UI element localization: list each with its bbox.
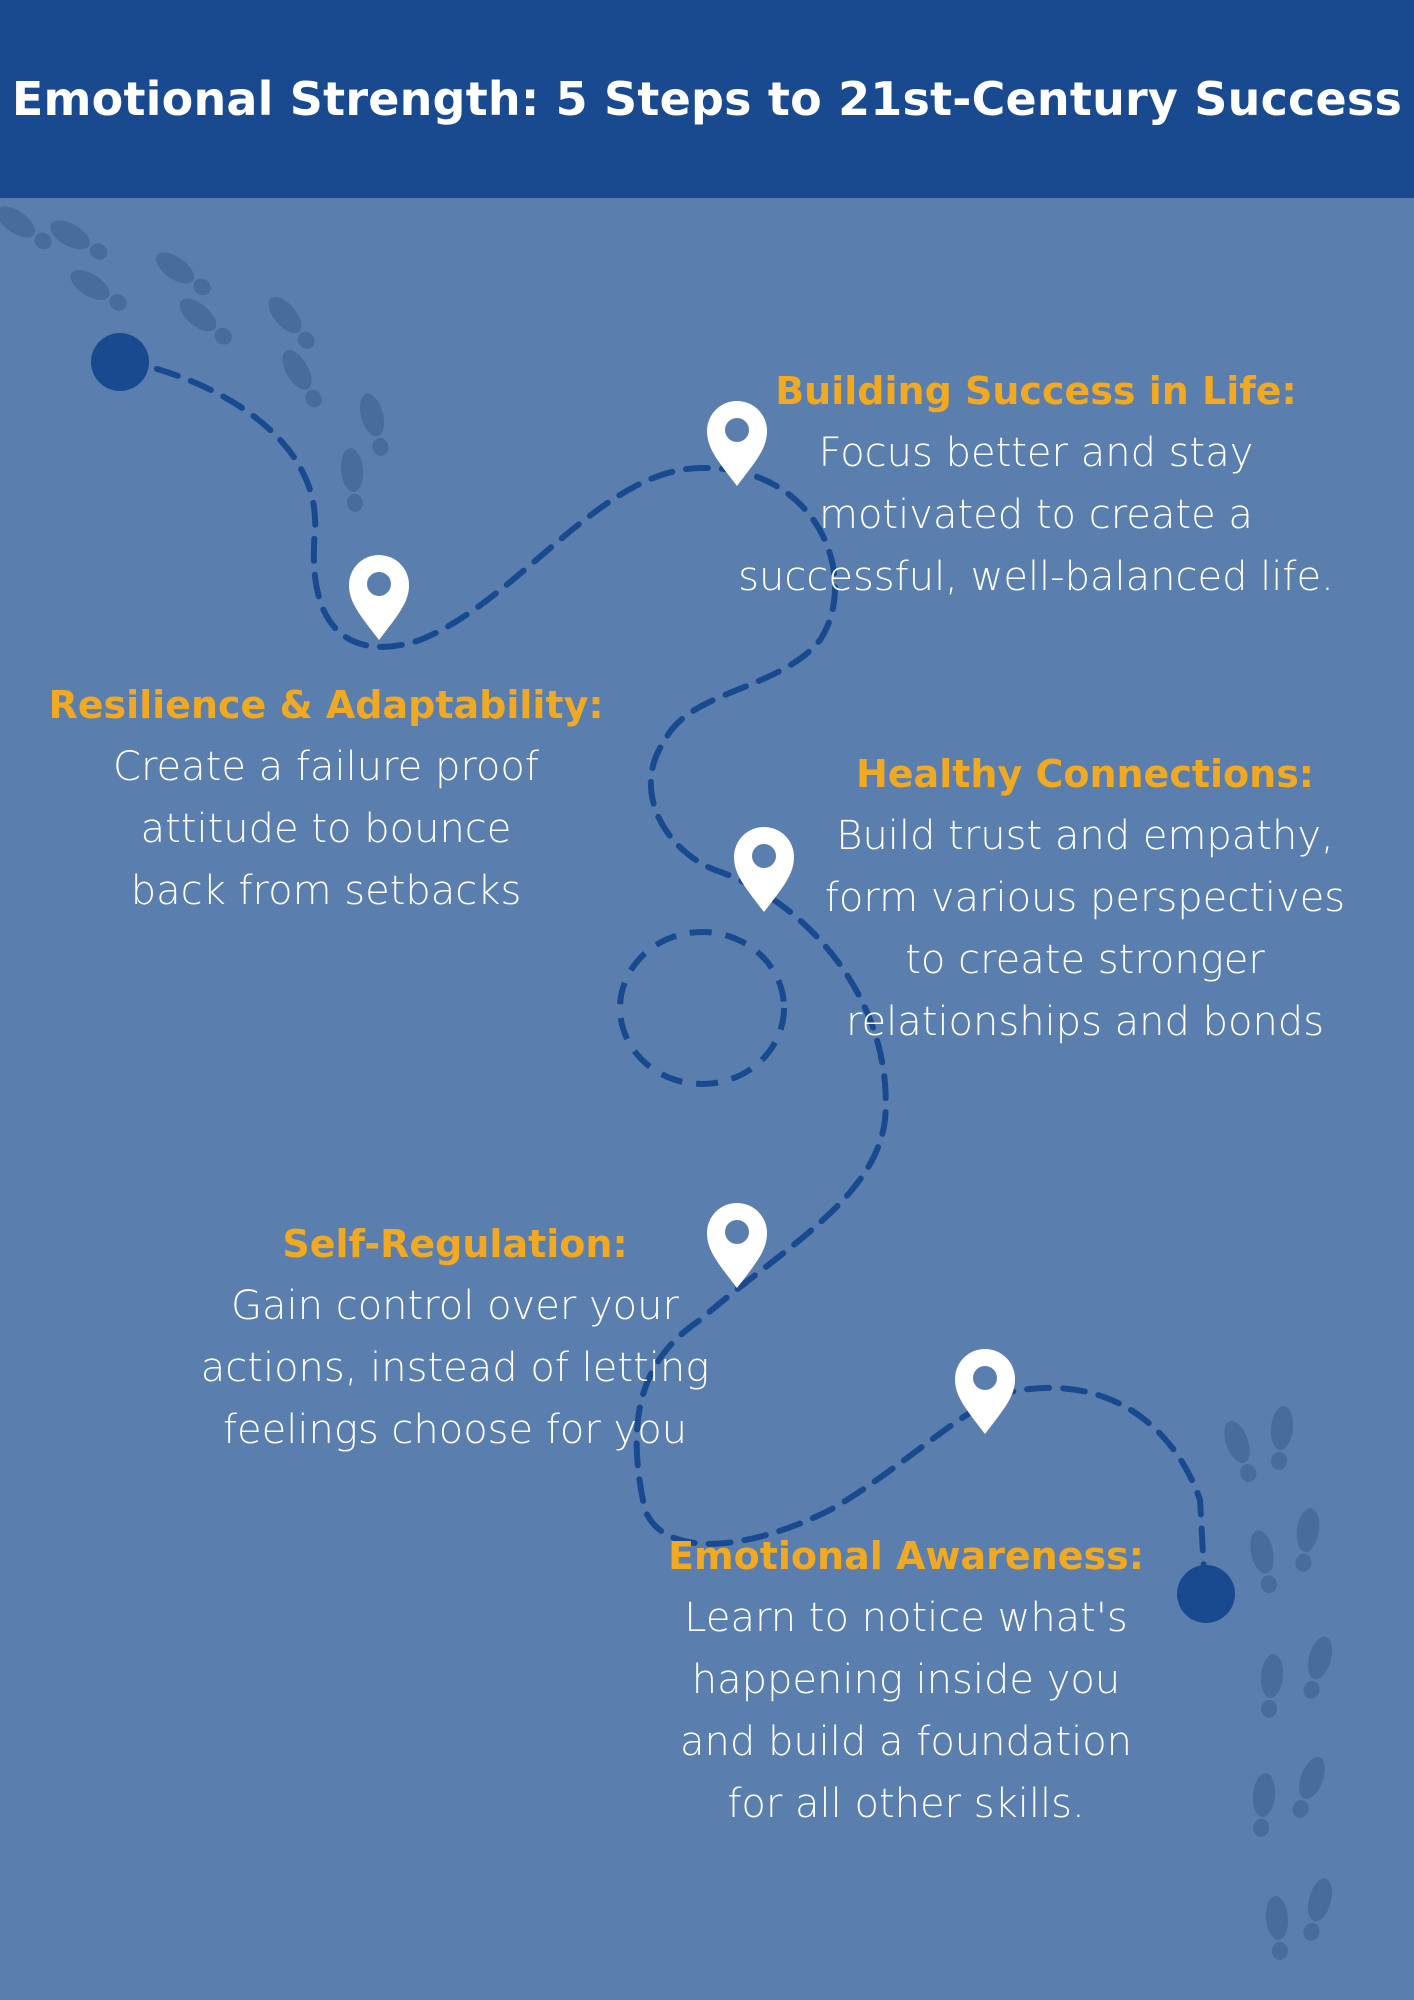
- step-building-success: Building Success in Life: Focus better a…: [716, 360, 1356, 608]
- footprint-icon: [1264, 1895, 1292, 1961]
- footprint-icon: [276, 345, 328, 412]
- step-title: Healthy Connections:: [855, 752, 1315, 796]
- step-description: Create a failure proof attitude to bounc…: [113, 744, 539, 914]
- step-healthy-connections: Healthy Connections: Build trust and emp…: [780, 743, 1390, 1053]
- footprint-icon: [1291, 1506, 1322, 1574]
- footprint-icon: [262, 291, 321, 355]
- footprint-icon: [339, 447, 367, 513]
- footprint-icon: [1257, 1653, 1285, 1719]
- step-description: Gain control over your actions, instead …: [200, 1283, 710, 1453]
- footprint-icon: [1267, 1405, 1295, 1471]
- footprint-icon: [65, 264, 132, 317]
- footprints-top-left: [0, 200, 394, 513]
- start-dot: [91, 333, 149, 391]
- footprint-icon: [1249, 1772, 1277, 1838]
- step-description: Learn to notice what's happening inside …: [679, 1595, 1133, 1827]
- step-self-regulation: Self-Regulation: Gain control over your …: [150, 1213, 760, 1461]
- end-dot: [1177, 1565, 1235, 1623]
- footprint-icon: [150, 246, 216, 302]
- step-resilience: Resilience & Adaptability: Create a fail…: [26, 674, 626, 922]
- map-pin-icon: [349, 555, 409, 640]
- footprint-icon: [45, 214, 112, 266]
- footprint-icon: [1298, 1875, 1337, 1944]
- footprint-icon: [355, 390, 394, 459]
- step-title: Emotional Awareness:: [668, 1534, 1144, 1578]
- footprints-bottom-right: [1219, 1405, 1337, 1961]
- journey-loop: [617, 929, 787, 1087]
- page-title: Emotional Strength: 5 Steps to 21st-Cent…: [11, 72, 1403, 126]
- footprint-icon: [1246, 1528, 1282, 1596]
- step-title: Self-Regulation:: [282, 1222, 628, 1266]
- footprint-icon: [1219, 1417, 1262, 1486]
- header-banner: Emotional Strength: 5 Steps to 21st-Cent…: [0, 0, 1414, 198]
- map-pin-icon: [955, 1349, 1015, 1434]
- step-description: Focus better and stay motivated to creat…: [738, 430, 1334, 600]
- step-description: Build trust and empathy, form various pe…: [824, 813, 1346, 1045]
- step-title: Resilience & Adaptability:: [48, 683, 604, 727]
- footprint-icon: [1287, 1753, 1330, 1822]
- step-title: Building Success in Life:: [775, 369, 1297, 413]
- footprint-icon: [0, 200, 57, 256]
- footprint-icon: [1298, 1633, 1337, 1702]
- footprint-icon: [174, 292, 238, 351]
- journey-path: [119, 357, 1208, 1593]
- step-emotional-awareness: Emotional Awareness: Learn to notice wha…: [616, 1525, 1196, 1835]
